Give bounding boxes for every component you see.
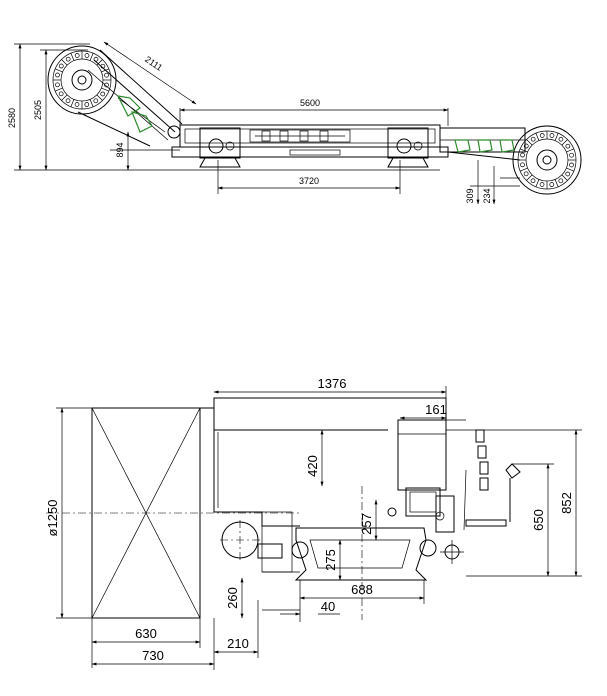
sprocket-bolt <box>565 171 571 177</box>
sprocket-tooth <box>535 179 540 187</box>
sprocket-tooth <box>101 87 109 92</box>
sprocket-bolt <box>74 53 80 58</box>
dim-2111: 2111 <box>143 54 164 73</box>
dim-40: 40 <box>321 599 335 614</box>
dim-1376: 1376 <box>318 376 347 391</box>
dim-3720: 3720 <box>299 176 319 186</box>
rear-conveyor-section <box>439 127 526 161</box>
sprocket-tooth <box>55 87 63 92</box>
left-bogie <box>199 127 241 168</box>
right-bogie <box>387 127 429 168</box>
dim-260: 260 <box>225 587 240 609</box>
sprocket-bolt <box>530 136 536 142</box>
sprocket-tooth <box>554 179 559 187</box>
sprocket-bolt <box>520 162 525 168</box>
dim-688: 688 <box>351 582 373 597</box>
sprocket-bolt <box>84 53 90 58</box>
sprocket-tooth <box>526 174 533 181</box>
dim-630: 630 <box>135 626 157 641</box>
dim-2505: 2505 <box>33 100 43 120</box>
sprocket-bolt <box>569 162 574 168</box>
sprocket-bolt <box>565 143 571 149</box>
dim-650: 650 <box>531 509 546 531</box>
sprocket-tooth <box>89 99 94 107</box>
dim-5600: 5600 <box>300 98 320 108</box>
sprocket-tooth <box>520 148 528 153</box>
sprocket-tooth <box>561 139 568 146</box>
sprocket-bolt <box>55 82 60 88</box>
sprocket-tooth <box>554 133 559 141</box>
sprocket-bolt <box>93 98 99 104</box>
dim-2580: 2580 <box>7 108 17 128</box>
drum-box <box>46 407 300 619</box>
inclined-conveyor-boom <box>77 49 183 147</box>
dim-275: 275 <box>323 549 338 571</box>
sprocket-bolt <box>100 91 106 97</box>
dim-257: 257 <box>359 513 374 535</box>
dim-210: 210 <box>227 636 249 651</box>
sprocket-tooth <box>70 99 75 107</box>
sprocket-bolt <box>104 72 109 78</box>
sprocket-tooth <box>89 53 94 61</box>
sprocket-bolt <box>65 56 71 62</box>
v-pulley <box>291 486 464 620</box>
front-section-view: 1376 161 420 ø1250 257 275 688 40 260 6 <box>45 376 582 670</box>
gear-housing <box>200 397 447 611</box>
sprocket-bolt <box>539 182 545 187</box>
left-sprocket-wheel <box>47 45 117 115</box>
dim-234: 234 <box>482 188 492 203</box>
sprocket-bolt <box>558 178 564 184</box>
dim-894: 894 <box>115 142 125 157</box>
sprocket-tooth <box>566 167 574 172</box>
sprocket-bolt <box>65 98 71 104</box>
dim-309: 309 <box>465 188 475 203</box>
sprocket-bolt <box>58 91 64 97</box>
dim-852: 852 <box>559 492 574 514</box>
sprocket-tooth <box>70 53 75 61</box>
sprocket-bolt <box>539 133 545 138</box>
sprocket-bolt <box>84 102 90 107</box>
sprocket-bolt <box>74 102 80 107</box>
right-sprocket-wheel <box>512 125 582 195</box>
chain-and-crank <box>463 429 521 531</box>
dim-diameter-1250: ø1250 <box>45 500 60 537</box>
sprocket-tooth <box>61 59 68 66</box>
sprocket-bolt <box>549 133 555 138</box>
sprocket-bolt <box>520 152 525 158</box>
sprocket-tooth <box>96 59 103 66</box>
sprocket-tooth <box>55 68 63 73</box>
sprocket-bolt <box>569 152 574 158</box>
sprocket-tooth <box>561 174 568 181</box>
dim-161: 161 <box>425 402 447 417</box>
dim-730: 730 <box>142 648 164 663</box>
sprocket-tooth <box>520 167 528 172</box>
sprocket-bolt <box>558 136 564 142</box>
side-elevation-view: 2580 2505 2111 5600 894 3720 309 234 <box>7 41 582 205</box>
right-column <box>387 419 466 533</box>
dim-420: 420 <box>305 455 320 477</box>
sprocket-bolt <box>55 72 60 78</box>
sprocket-tooth <box>566 148 574 153</box>
sprocket-tooth <box>96 94 103 101</box>
sprocket-tooth <box>61 94 68 101</box>
sprocket-bolt <box>530 178 536 184</box>
sprocket-bolt <box>523 143 529 149</box>
sprocket-bolt <box>58 63 64 69</box>
sprocket-tooth <box>526 139 533 146</box>
sprocket-tooth <box>535 133 540 141</box>
sprocket-bolt <box>523 171 529 177</box>
sprocket-bolt <box>549 182 555 187</box>
